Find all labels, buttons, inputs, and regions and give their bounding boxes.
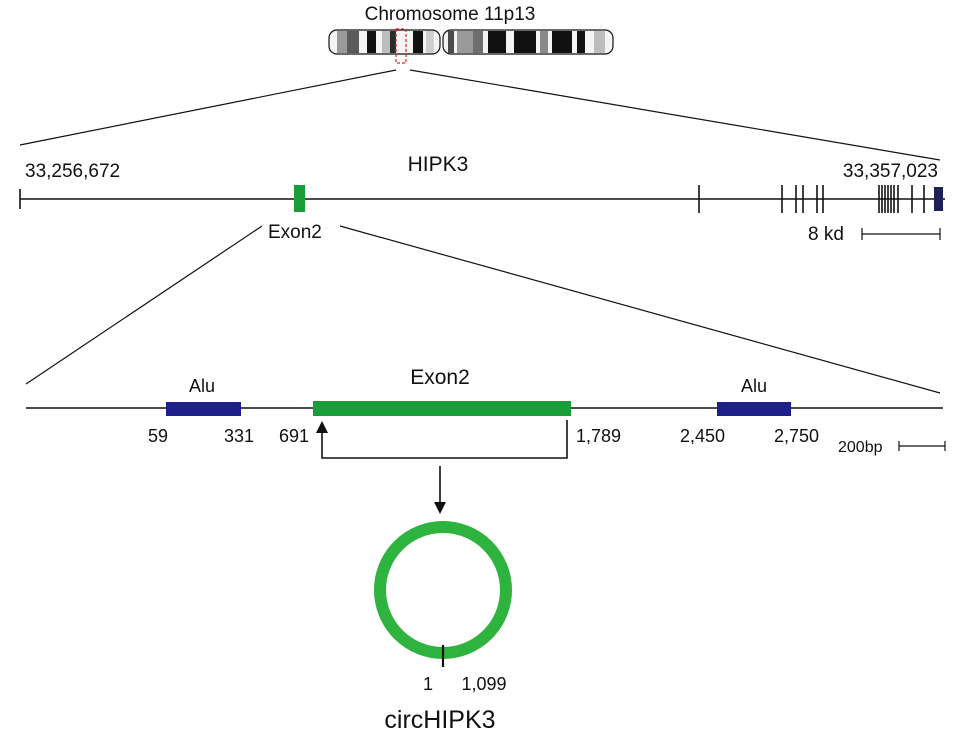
gene-name: HIPK3 — [408, 153, 469, 176]
zoom-line-left — [19, 69, 397, 146]
alu-left-start: 59 — [148, 426, 168, 446]
gene-scale-bar — [861, 228, 941, 240]
gene-track — [19, 185, 945, 213]
detail-exon2-label: Exon2 — [410, 366, 470, 389]
alu-left-label: Alu — [189, 376, 215, 396]
detail-scale-label: 200bp — [838, 439, 883, 456]
alu-right-label: Alu — [741, 376, 767, 396]
zoom-line-right-2 — [339, 225, 941, 394]
region-highlight-box — [395, 28, 407, 64]
down-arrow — [434, 466, 446, 514]
exon2-block — [294, 185, 305, 212]
junction-start-label: 1 — [423, 674, 433, 694]
alu-right-block — [717, 402, 791, 416]
alu-left-block — [166, 402, 241, 416]
exon-start-position: 691 — [279, 426, 309, 446]
alu-right-end: 2,750 — [774, 426, 819, 446]
chromosome-ideogram — [328, 28, 614, 64]
zoom-line-left-2 — [25, 225, 263, 385]
chromosome-label: Chromosome 11p13 — [365, 4, 536, 25]
detail-scale-bar — [898, 441, 946, 451]
gene-end-coordinate: 33,357,023 — [843, 161, 938, 182]
zoom-line-right — [409, 69, 941, 161]
alu-right-start: 2,450 — [680, 426, 725, 446]
exon-end-position: 1,789 — [576, 426, 621, 446]
backsplice-bracket — [316, 420, 568, 459]
alu-left-end: 331 — [224, 426, 254, 446]
gene-scale-label: 8 kd — [808, 224, 844, 245]
gene-exon2-label: Exon2 — [268, 222, 322, 243]
circrna-ring — [374, 521, 512, 659]
junction-end-label: 1,099 — [461, 674, 506, 694]
exon-detail-track — [26, 401, 943, 416]
exon2-detail-block — [313, 401, 571, 416]
backsplice-arrowhead — [316, 421, 328, 433]
circrna-name: circHIPK3 — [384, 706, 495, 734]
gene-start-coordinate: 33,256,672 — [25, 161, 120, 182]
